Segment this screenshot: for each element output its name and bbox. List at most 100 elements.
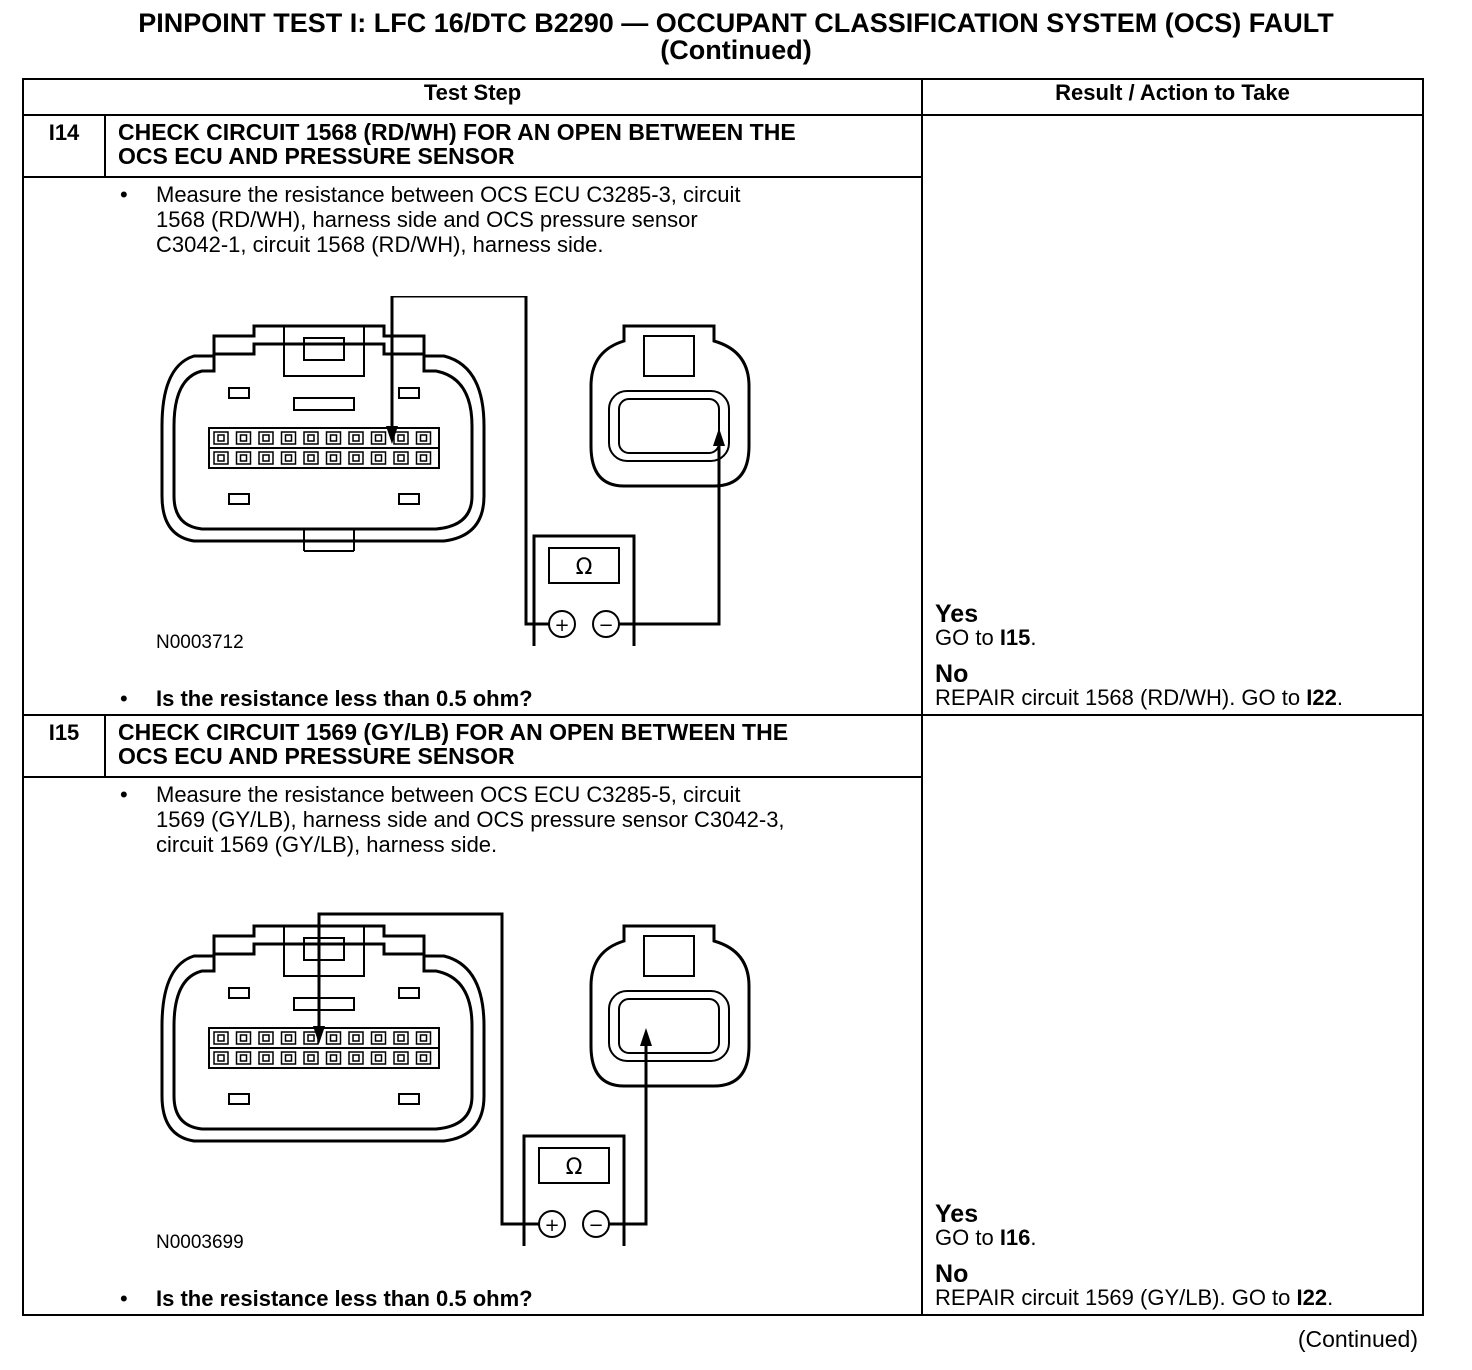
connector-pin (370, 451, 387, 465)
bullet: • (120, 1286, 128, 1311)
figure-id: N0003699 (156, 1232, 244, 1253)
step-heading-line-2: OCS ECU AND PRESSURE SENSOR (118, 143, 515, 169)
title-line-1: PINPOINT TEST I: LFC 16/DTC B2290 — OCCU… (138, 8, 1334, 38)
question: Is the resistance less than 0.5 ohm? (156, 686, 533, 711)
connector-pin (258, 431, 274, 445)
ecu-connector-outline (160, 324, 486, 543)
connector-pin (325, 1031, 342, 1045)
no-target: I22 (1306, 685, 1337, 710)
connector-pin (235, 431, 252, 445)
connector-pin-contact (419, 454, 428, 462)
no-label: No (935, 1260, 969, 1288)
instruction-line-2: 1568 (RD/WH), harness side and OCS press… (156, 207, 698, 232)
instruction: Measure the resistance between OCS ECU C… (156, 182, 740, 257)
result-yes: Yes GO to I15. (935, 602, 1037, 650)
connector-pin-contact (374, 454, 383, 462)
connector-pin-contact (397, 454, 405, 462)
sensor-connector-outline (589, 324, 751, 488)
page-title: PINPOINT TEST I: LFC 16/DTC B2290 — OCCU… (0, 10, 1472, 64)
connector-pin (235, 451, 252, 465)
plus-terminal: + (544, 1215, 559, 1236)
connector-pin (235, 1051, 252, 1065)
yes-label: Yes (935, 1200, 979, 1228)
connector-pin-contact (284, 454, 293, 462)
connector-pin (280, 431, 297, 445)
ohm-symbol: Ω (566, 1155, 583, 1180)
connector-pin (348, 1051, 364, 1065)
connector-pin (213, 1031, 229, 1045)
column-header-test-step: Test Step (21, 78, 924, 116)
plus-terminal: + (554, 615, 569, 636)
test-lead-positive (317, 912, 539, 1226)
no-end: . (1336, 685, 1343, 710)
yes-text: GO to (935, 1225, 1000, 1250)
result-yes: Yes GO to I16. (935, 1202, 1037, 1250)
instruction-line-3: circuit 1569 (GY/LB), harness side. (156, 832, 498, 857)
connector-pin-contact (352, 454, 360, 462)
connector-pin-contact (307, 454, 315, 462)
figure-id: N0003712 (156, 632, 244, 653)
connector-pin-contact (217, 434, 225, 442)
yes-end: . (1030, 1225, 1037, 1250)
ecu-connector-outline (160, 924, 486, 1143)
connector-pin-contact (307, 1034, 315, 1042)
connector-pin (303, 451, 319, 465)
step-id: I15 (22, 714, 106, 778)
connector-pin-contact (352, 1034, 360, 1042)
connector-pin-contact (217, 1034, 225, 1042)
step-heading-line-1: CHECK CIRCUIT 1568 (RD/WH) FOR AN OPEN B… (118, 119, 796, 145)
connector-pin-contact (239, 1054, 248, 1062)
ohm-symbol: Ω (576, 555, 593, 580)
connector-pin (393, 1051, 409, 1065)
connector-pin (325, 451, 342, 465)
connector-diagram: Ω + − (160, 296, 751, 646)
connector-pin (258, 451, 274, 465)
connector-pin (370, 1031, 387, 1045)
pinpoint-test-table: Test Step Result / Action to Take I14 CH… (21, 78, 1425, 1316)
connector-pin (325, 431, 342, 445)
connector-pin (348, 451, 364, 465)
sensor-connector-outline (589, 924, 751, 1088)
connector-pin-contact (397, 434, 405, 442)
connector-pin-contact (284, 1034, 293, 1042)
connector-pin-contact (217, 454, 225, 462)
connector-pin (348, 1031, 364, 1045)
connector-pin (235, 1031, 252, 1045)
bullet: • (120, 782, 128, 807)
yes-target: I15 (999, 625, 1031, 650)
yes-text: GO to (935, 625, 1000, 650)
connector-pin-contact (262, 1054, 270, 1062)
connector-pin-contact (419, 1054, 428, 1062)
connector-pin-contact (352, 1054, 360, 1062)
test-lead-positive (390, 296, 549, 626)
connector-pin-contact (329, 434, 338, 442)
connector-pin (280, 1031, 297, 1045)
column-header-result: Result / Action to Take (921, 78, 1425, 116)
bullet: • (120, 182, 128, 207)
connector-pin-contact (397, 1054, 405, 1062)
continued-footer: (Continued) (1297, 1326, 1418, 1352)
connector-pin (303, 1031, 319, 1045)
connector-pin (280, 1051, 297, 1065)
connector-pin (393, 431, 409, 445)
connector-pin (415, 1051, 432, 1065)
connector-pin-contact (419, 434, 428, 442)
connector-pin (258, 1031, 274, 1045)
yes-target: I16 (999, 1225, 1031, 1250)
test-lead-negative (609, 1046, 648, 1226)
connector-pin (213, 451, 229, 465)
no-target: I22 (1296, 1285, 1328, 1310)
instruction-line-3: C3042-1, circuit 1568 (RD/WH), harness s… (156, 232, 604, 257)
connector-pin (415, 431, 432, 445)
connector-pin (415, 1031, 432, 1045)
connector-pin (348, 431, 364, 445)
connector-pin (370, 431, 387, 445)
connector-pin-contact (374, 1034, 383, 1042)
yes-label: Yes (935, 600, 979, 628)
connector-pin-contact (374, 1054, 383, 1062)
connector-pin-contact (262, 1034, 270, 1042)
instruction-line-1: Measure the resistance between OCS ECU C… (156, 182, 741, 207)
step-body: • Measure the resistance between OCS ECU… (21, 776, 924, 1316)
step-heading-line-1: CHECK CIRCUIT 1569 (GY/LB) FOR AN OPEN B… (118, 719, 789, 745)
connector-pin-contact (262, 434, 270, 442)
